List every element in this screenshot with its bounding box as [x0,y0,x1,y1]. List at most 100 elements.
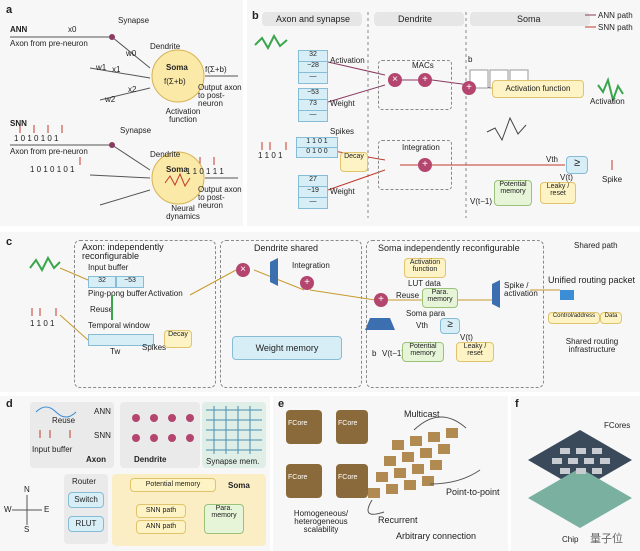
c-decay: Decay [164,330,192,348]
d-switch: Switch [68,492,104,508]
d-compass-n: N [24,485,30,494]
a-synapse: Synapse [118,16,150,25]
b-decay: Decay [340,152,368,172]
c-pp-0: 32 [88,276,116,288]
b-integration: Integration [402,143,440,152]
e-recurrent: Recurrent [378,515,418,525]
d-router-box [64,474,108,544]
d-dendrite-box [120,402,200,468]
a-spikes-in: 1 0 1 0 1 0 1 [14,134,59,143]
f-fcores: FCores [604,421,631,430]
d-soma: Soma [228,481,250,490]
c-temporal-cells [88,334,154,346]
d-para-memory: Para. memory [204,504,244,534]
c-lut: LUT data [408,279,441,288]
b-mult-icon: × [388,73,402,87]
d-rlut: RLUT [68,516,104,532]
c-dendrite-box [220,240,362,388]
c-dendrite-title: Dendrite shared [254,243,319,253]
b-act-1: −28 [298,61,328,73]
c-spike-seq: 1 1 0 1 [30,319,55,328]
a-fsum-out: f(Σ+b) [205,65,227,74]
c-temporal-window: Temporal window [88,321,150,330]
e-fcore-4-label: FCore [338,474,358,481]
b-macs-box [378,60,452,110]
a-dendrite2: Dendrite [150,150,181,159]
f-watermark: 量子位 [590,533,623,545]
b-act-2: — [298,72,328,84]
a-spikes-out: 1 1 0 1 1 1 [186,167,224,176]
d-snn: SNN [94,431,111,440]
panel-a [0,0,243,226]
b-macs: MACs [412,61,434,70]
c-soma-add-icon: + [374,293,388,307]
b-weight: Weight [330,99,355,108]
panel-tag-f: f [515,398,519,410]
c-b: b [372,349,377,358]
d-axon: Axon [86,455,106,464]
panel-tag-a: a [6,4,13,16]
c-control-address: Control/address [548,312,600,324]
d-synapse-box [202,402,266,468]
a-w1: w1 [96,63,107,72]
e-fcore-2-label: FCore [338,420,358,427]
panel-tag-d: d [6,398,13,410]
c-compare-icon: ≥ [440,318,460,334]
b-potential-memory: Potential memory [494,180,532,206]
c-input-buffer: Input buffer [88,263,129,272]
a-output2: Output axon to post-neuron [198,185,242,210]
b-w2-2: — [298,197,328,209]
b-activation-out: Activation [590,97,625,106]
b-spike-out: Spike [602,175,623,184]
d-potential-memory: Potential memory [130,478,216,492]
c-reuse2: Reuse [396,291,420,300]
b-leaky-reset: Leaky / reset [540,182,576,204]
c-vt: V(t) [460,333,473,342]
a-axon2: Axon from pre-neuron [10,147,88,156]
c-reuse: Reuse [90,305,114,314]
c-spike-activation: Spike / activation [504,281,538,298]
a-snn-label: SNN [10,119,27,128]
a-axon: Axon from pre-neuron [10,39,88,48]
e-fcore-3 [286,464,322,498]
c-add-icon: + [300,276,314,290]
c-potential-memory: Potential memory [402,342,444,362]
c-vt1: V(t−1) [382,349,405,358]
d-compass-w: W [4,505,12,514]
b-dendrite-header [374,12,464,26]
e-arbitrary: Arbitrary connection [396,531,477,541]
d-compass-e: E [44,505,50,514]
c-mult-icon: × [236,263,250,277]
a-neural: Neural dynamics [166,204,200,221]
b-spikes: Spikes [330,127,355,136]
a-spikes-in2: 1 0 1 0 1 0 1 [30,165,75,174]
c-shared-routing: Shared routing infrastructure [565,337,619,354]
c-unified: Unified routing packet [548,275,636,285]
c-vth: Vth [416,321,429,330]
a-synapse2: Synapse [120,126,152,135]
e-fcore-1 [286,410,322,444]
c-activation: Activation [148,289,183,298]
a-soma: Soma [166,63,188,72]
c-activation-function: Activation function [404,258,446,278]
a-x2: x2 [128,85,137,94]
b-spike-grid-1: 0 1 0 0 [296,147,338,158]
c-tw: Tw [110,347,121,356]
e-fcore-1-label: FCore [288,420,308,427]
b-compare-icon: ≥ [566,156,588,174]
b-ann-path: ANN path [598,11,633,20]
e-fcore-4 [336,464,368,498]
e-point-to-point: Point-to-point [446,487,500,497]
d-ann-path: ANN path [136,520,186,534]
b-w-2: — [298,110,328,122]
b-b: b [468,55,473,64]
c-spikes: Spikes [142,343,167,352]
a-ann-label: ANN [10,25,28,34]
b-axon-header [262,12,362,26]
c-soma-title: Soma independently reconfigurable [378,243,520,253]
b-activation-function: Activation function [492,80,584,98]
d-router: Router [72,477,97,486]
f-chip: Chip [562,535,579,544]
